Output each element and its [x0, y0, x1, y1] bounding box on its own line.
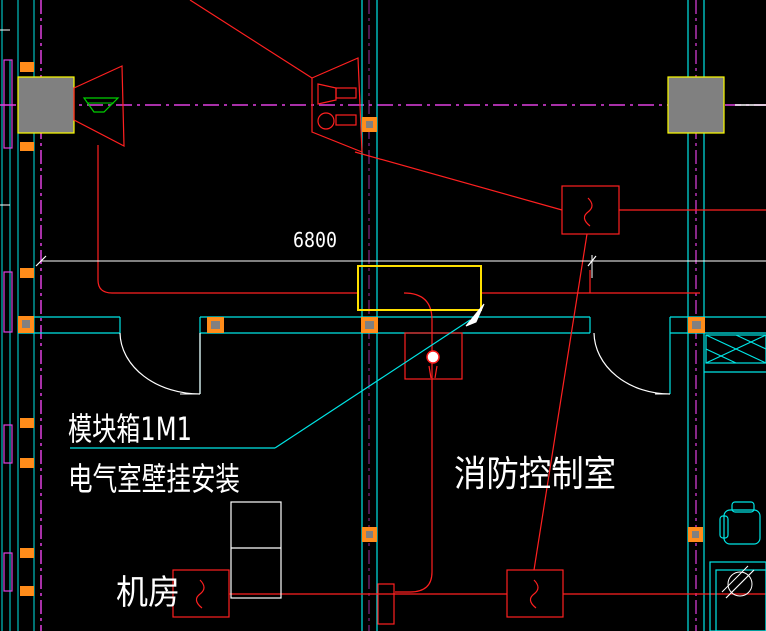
phone-handset-icon — [721, 565, 755, 599]
door-swing-icon — [119, 332, 671, 395]
phone-icon — [311, 57, 363, 153]
room-label-fire-control: 消防控制室 — [454, 454, 616, 495]
column-left — [17, 76, 75, 134]
device-node — [404, 332, 463, 380]
chair-icon — [719, 501, 761, 545]
annotation-install-note: 电气室壁挂安装 — [68, 460, 240, 498]
dimension-value: 6800 — [293, 228, 337, 252]
equipment-icon — [704, 334, 766, 631]
wiring-lines — [97, 0, 766, 595]
signal-box-icon — [172, 185, 620, 625]
annotation-module-box-id: 模块箱1M1 — [68, 410, 192, 448]
column-right — [667, 76, 725, 134]
module-box-icon[interactable] — [357, 265, 482, 311]
wall-horizontal — [18, 316, 766, 394]
column-markers — [18, 62, 705, 596]
leader-line — [70, 303, 485, 449]
room-label-machine-room: 机房 — [116, 573, 180, 613]
cabinet — [230, 501, 282, 599]
speaker-icon — [73, 65, 125, 148]
dimension-line — [35, 255, 766, 278]
walls-vertical — [361, 0, 705, 631]
